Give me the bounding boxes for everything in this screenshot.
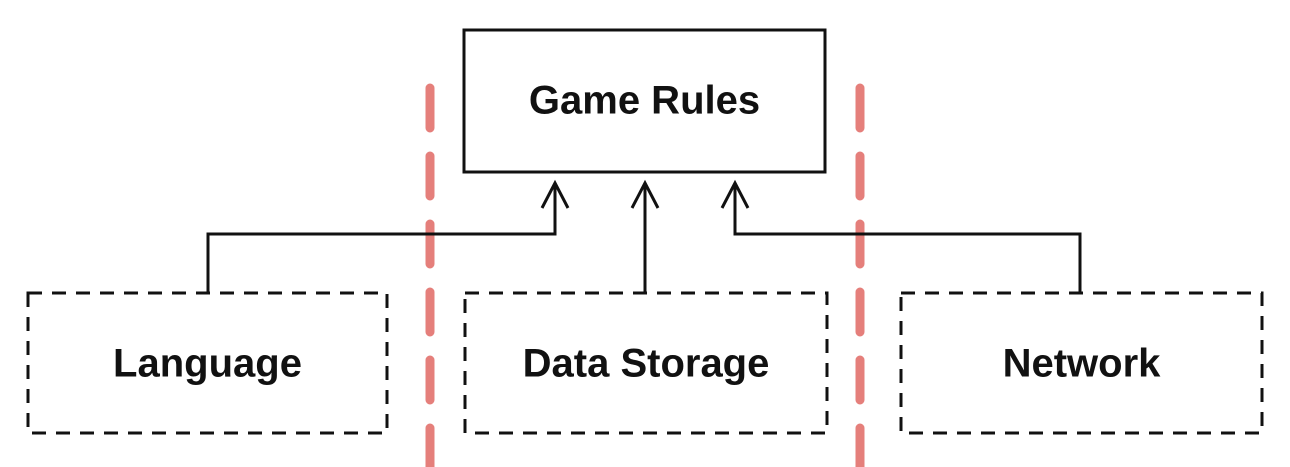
core-box: Game Rules xyxy=(462,28,827,174)
plugin-box-network: Network xyxy=(899,291,1264,435)
plugin-box-language-label: Language xyxy=(113,342,302,386)
core-box-label: Game Rules xyxy=(529,79,760,123)
connector-language xyxy=(206,183,557,293)
plugin-box-language: Language xyxy=(26,291,389,435)
arrowhead-network-icon xyxy=(720,179,750,209)
plugin-box-network-label: Network xyxy=(1003,342,1162,386)
plugin-box-data-storage: Data Storage xyxy=(463,291,829,435)
arrowhead-data-storage-icon xyxy=(630,179,660,209)
connector-network xyxy=(733,183,1082,293)
arrowhead-language-icon xyxy=(540,179,570,209)
plugin-box-data-storage-label: Data Storage xyxy=(523,342,770,386)
